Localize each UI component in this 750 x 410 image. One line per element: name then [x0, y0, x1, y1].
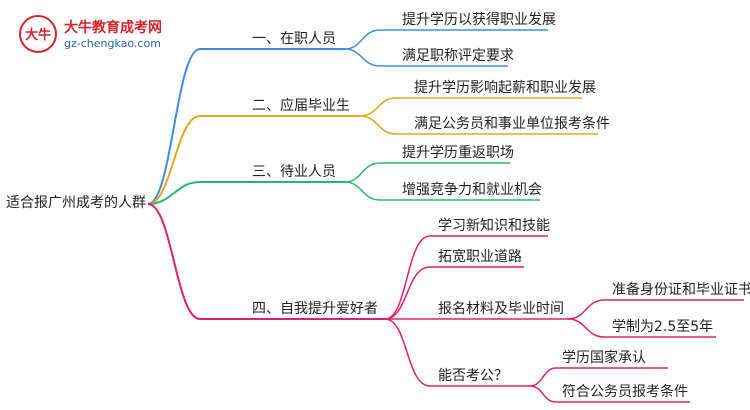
- connector-b4-c2: [384, 266, 524, 320]
- branch-label-graduates: 二、应届毕业生: [252, 98, 350, 114]
- connector-b1-c2: [344, 48, 508, 67]
- leaf-meets-exam-requirements: 符合公务员报考条件: [562, 384, 688, 400]
- leaf-return-to-work: 提升学历重返职场: [402, 145, 514, 161]
- connector-root-b3: [147, 181, 345, 205]
- branch-label-employed: 一、在职人员: [252, 31, 336, 47]
- branch-label-unemployed: 三、待业人员: [252, 164, 336, 180]
- connector-b4-c4-g1: [529, 367, 668, 387]
- node-materials-and-duration: 报名材料及毕业时间: [438, 301, 564, 317]
- connector-b4-c4-g2: [529, 385, 690, 403]
- connector-root-b1: [147, 48, 345, 205]
- leaf-starting-salary: 提升学历影响起薪和职业发展: [414, 80, 596, 96]
- leaf-study-duration: 学制为2.5至5年: [612, 319, 714, 335]
- logo-mark-icon: 大牛: [19, 15, 57, 53]
- connector-b2-c1: [359, 97, 582, 117]
- branch-label-self-improvers: 四、自我提升爱好者: [252, 301, 378, 317]
- connector-b4-c1: [384, 235, 548, 320]
- logo-url: gz-chengkao.com: [64, 37, 161, 50]
- leaf-career-path: 拓宽职业道路: [438, 249, 522, 265]
- logo-name: 大牛教育成考网: [64, 20, 162, 36]
- site-logo[interactable]: 大牛 大牛教育成考网 gz-chengkao.com: [18, 14, 188, 56]
- connector-b3-c2: [344, 181, 540, 201]
- connector-b2-c2: [359, 115, 598, 135]
- leaf-competitiveness: 增强竞争力和就业机会: [402, 182, 542, 198]
- connector-root-b4: [147, 203, 385, 320]
- leaf-id-and-diploma: 准备身份证和毕业证书: [612, 282, 750, 298]
- connector-b3-c1: [344, 162, 510, 183]
- leaf-nationally-recognized: 学历国家承认: [562, 350, 646, 366]
- logo-mark-text: 大牛: [25, 27, 51, 43]
- leaf-career-development: 提升学历以获得职业发展: [402, 12, 556, 28]
- connector-b1-c1: [344, 29, 548, 50]
- connector-b4-c4: [384, 318, 530, 387]
- leaf-new-skills: 学习新知识和技能: [438, 218, 550, 234]
- leaf-civil-service-requirement: 满足公务员和事业单位报考条件: [414, 116, 610, 132]
- leaf-title-evaluation: 满足职称评定要求: [402, 48, 514, 64]
- connector-root-b2: [147, 115, 360, 205]
- connector-b4-c3-g2: [567, 318, 716, 338]
- root-node: 适合报广州成考的人群: [6, 195, 146, 211]
- connector-b4-c3-g1: [567, 299, 744, 320]
- node-civil-service-eligibility: 能否考公？: [438, 368, 508, 384]
